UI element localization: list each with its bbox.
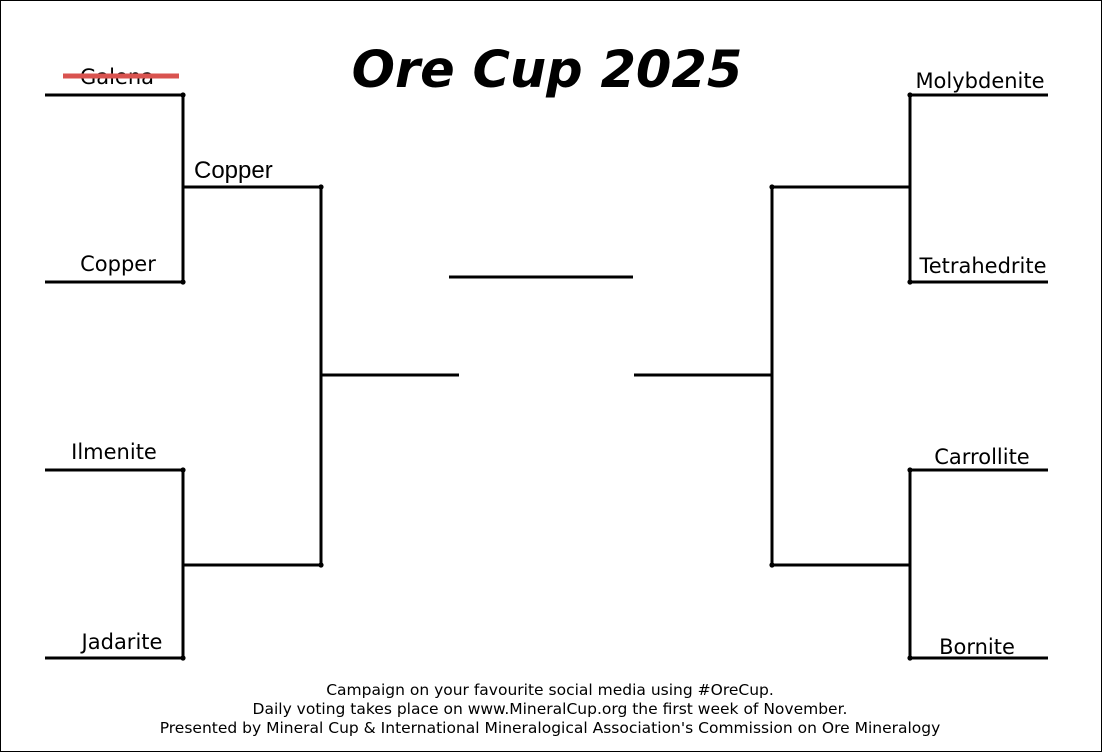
left-bracket: Galena Copper Ilmenite Jadarite Copper: [45, 65, 459, 661]
joint-dot: [769, 184, 775, 190]
winner-left-r2-1: Copper: [194, 157, 273, 184]
entrant-right-3: Carrollite: [934, 445, 1029, 469]
entrant-left-4: Jadarite: [80, 630, 163, 654]
joint-dot: [318, 184, 324, 190]
joint-dot: [907, 655, 913, 661]
footer-line-campaign: Campaign on your favourite social media …: [326, 681, 774, 699]
joint-dot: [180, 467, 186, 473]
joint-dot: [907, 279, 913, 285]
entrant-right-2: Tetrahedrite: [918, 254, 1046, 278]
joint-dot: [318, 562, 324, 568]
entrant-left-2: Copper: [80, 252, 156, 276]
entrant-left-3: Ilmenite: [71, 440, 157, 464]
joint-dot: [907, 467, 913, 473]
joint-dot: [180, 655, 186, 661]
joint-dot: [907, 92, 913, 98]
joint-dot: [180, 279, 186, 285]
entrant-right-1: Molybdenite: [915, 69, 1044, 93]
joint-dot: [769, 562, 775, 568]
joint-dot: [180, 92, 186, 98]
footer-line-voting: Daily voting takes place on www.MineralC…: [253, 700, 848, 718]
footer: Campaign on your favourite social media …: [160, 681, 941, 737]
entrant-right-4: Bornite: [939, 635, 1015, 659]
poster-title: Ore Cup 2025: [352, 41, 743, 100]
right-bracket: Molybdenite Tetrahedrite Carrollite Born…: [634, 69, 1048, 661]
footer-line-presented-by: Presented by Mineral Cup & International…: [160, 719, 941, 737]
